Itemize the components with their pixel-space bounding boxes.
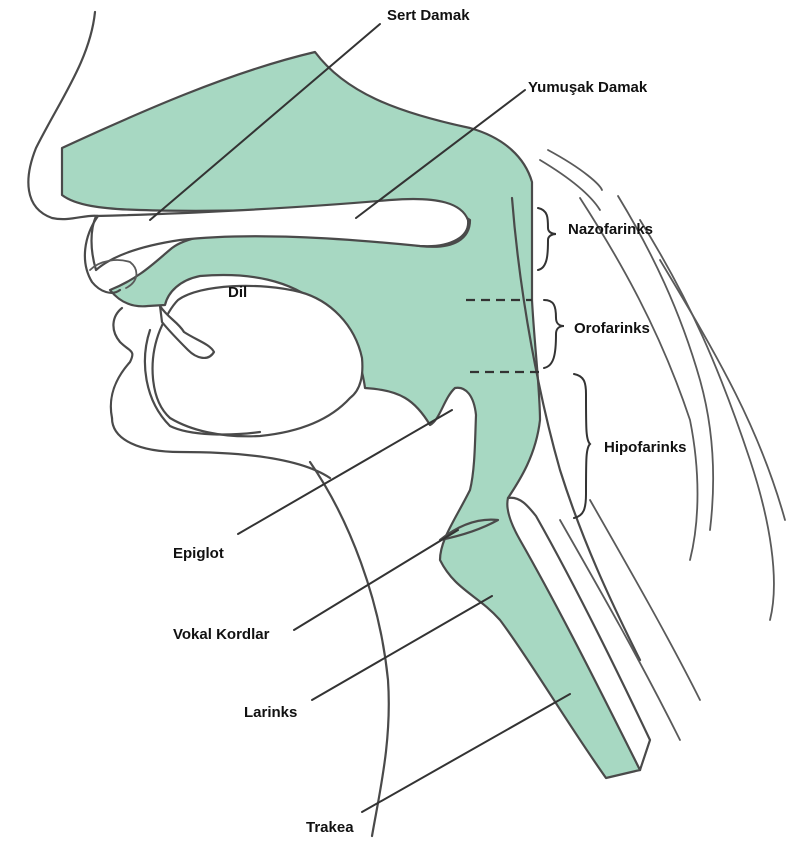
lower-lip-outline [111, 308, 133, 418]
spine-line-1 [580, 198, 698, 560]
label-yumusak-damak: Yumuşak Damak [528, 80, 647, 95]
label-orofarinks: Orofarinks [574, 321, 650, 336]
label-epiglot: Epiglot [173, 546, 224, 561]
trakea-leader [362, 694, 570, 812]
neck-front-outline [310, 462, 389, 836]
hipofarinks-bracket [574, 374, 590, 518]
airway-region [62, 52, 640, 778]
label-larinks: Larinks [244, 705, 297, 720]
label-vokal-kordlar: Vokal Kordlar [173, 627, 269, 642]
nazofarinks-bracket [538, 208, 556, 270]
spine-line-3 [640, 220, 774, 620]
larinks-leader [312, 596, 492, 700]
skull-back-line-2 [540, 160, 600, 210]
orofarinks-bracket [544, 300, 564, 368]
label-dil: Dil [228, 285, 247, 300]
label-nazofarinks: Nazofarinks [568, 222, 653, 237]
tongue-shape [153, 286, 363, 436]
label-trakea: Trakea [306, 820, 354, 835]
label-hipofarinks: Hipofarinks [604, 440, 687, 455]
label-sert-damak: Sert Damak [387, 8, 470, 23]
spine-line-2 [618, 196, 713, 530]
